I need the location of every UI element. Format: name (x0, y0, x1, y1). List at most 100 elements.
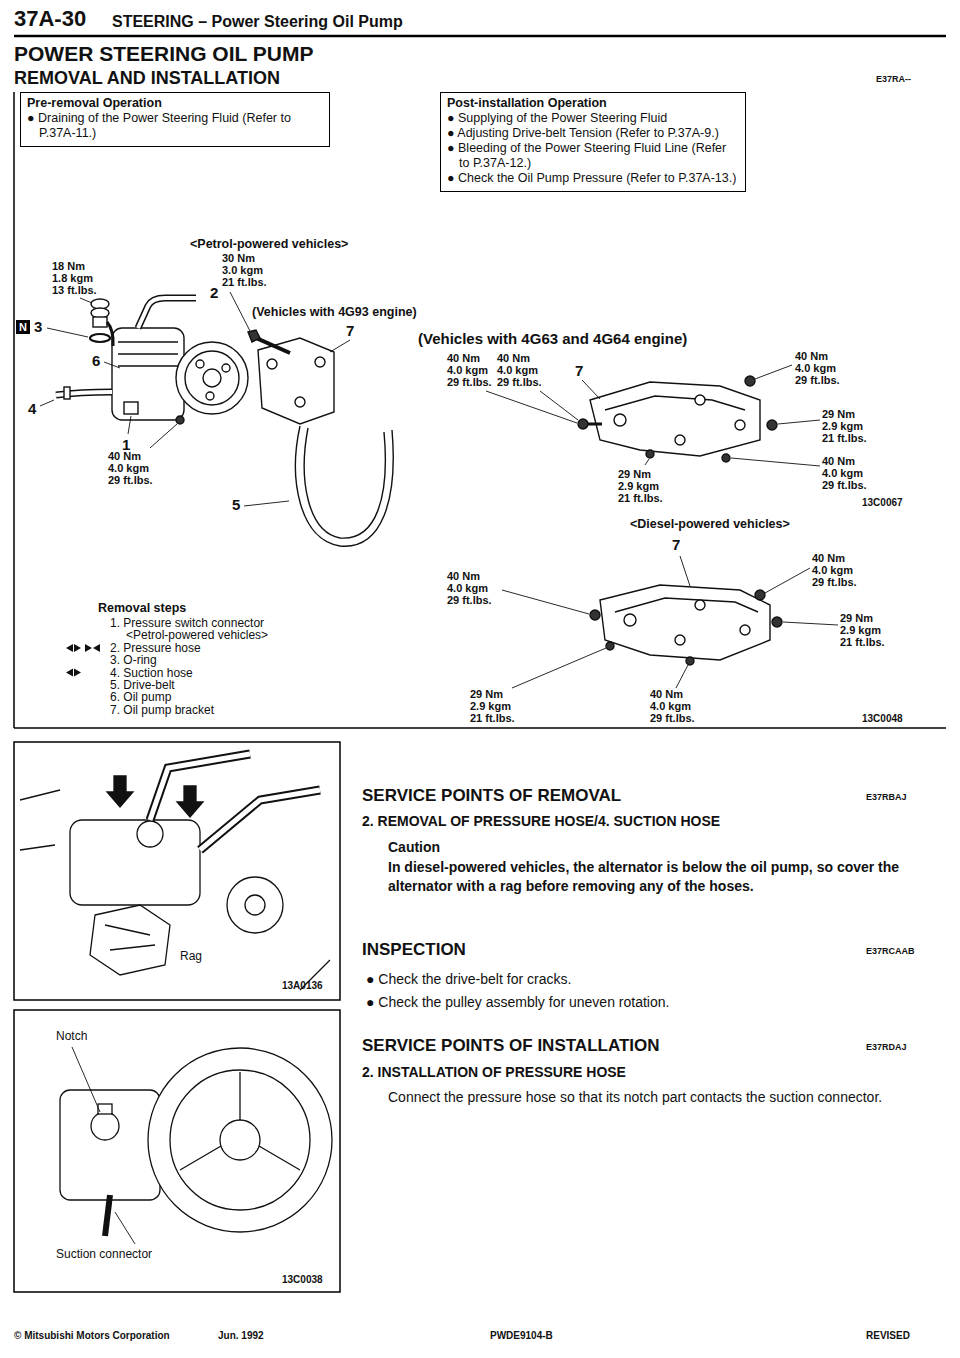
box-item: ● Supplying of the Power Steering Fluid (447, 111, 739, 126)
torque-spec: 4.0 kgm (795, 362, 836, 374)
torque-spec: 21 ft.lbs. (470, 712, 515, 724)
leader-line (47, 328, 88, 337)
leader-line (80, 298, 92, 303)
bracket-drawing (646, 450, 654, 458)
variant-heading: (Vehicles with 4G63 and 4G64 engine) (418, 330, 687, 347)
oil-pump-drawing (206, 392, 214, 400)
leader-line (330, 340, 350, 352)
leader-line (645, 459, 649, 465)
callout-number: 2 (210, 284, 218, 301)
leader-line (486, 391, 577, 423)
bracket-drawing (686, 657, 694, 665)
body-text: ● Check the drive-belt for cracks. (366, 970, 571, 989)
leader-line (502, 556, 838, 688)
leader-line (680, 556, 690, 586)
leader-line (676, 665, 688, 688)
reference-code: E37RA-- (876, 74, 911, 84)
bracket-drawing (767, 420, 777, 430)
oil-pump-drawing (185, 351, 239, 405)
reference-code: E37RCAAB (866, 946, 915, 956)
torque-spec: 40 Nm (497, 352, 530, 364)
bracket-drawing (740, 625, 750, 635)
footer-text: REVISED (866, 1330, 910, 1342)
notch-figure (170, 1070, 310, 1210)
running-header: STEERING – Power Steering Oil Pump (112, 13, 403, 31)
oil-pump-drawing (295, 397, 305, 407)
section-title: REMOVAL AND INSTALLATION (14, 68, 280, 89)
rag-figure (200, 790, 320, 850)
figure-code: 13C0038 (282, 1274, 323, 1286)
service-mark (66, 644, 100, 652)
torque-spec: 40 Nm (447, 570, 480, 582)
torque-spec: 2.9 kgm (618, 480, 659, 492)
bracket-drawing (624, 614, 636, 626)
bracket-drawing (588, 423, 602, 426)
leader-line (512, 648, 606, 688)
variant-heading: <Diesel-powered vehicles> (630, 516, 790, 532)
callout-number: 4 (28, 400, 36, 417)
frame-rule (14, 742, 340, 1000)
bracket-drawing (722, 454, 730, 462)
notch-figure (105, 1195, 110, 1236)
torque-spec: 3.0 kgm (222, 264, 263, 276)
oil-pump-drawing (64, 387, 70, 399)
notch-figure (98, 1104, 112, 1114)
figure-label: Rag (180, 950, 202, 962)
torque-spec: 29 ft.lbs. (447, 376, 492, 388)
oil-pump-drawing (196, 360, 204, 368)
bracket-drawing (590, 610, 600, 620)
torque-spec: 29 Nm (822, 408, 855, 420)
oil-pump-drawing (176, 342, 248, 414)
bracket-drawing (745, 376, 755, 386)
torque-spec: 29 ft.lbs. (497, 376, 542, 388)
bracket-drawing (772, 617, 782, 627)
figure-code: 13A0136 (282, 980, 323, 992)
leader-line (244, 501, 289, 506)
torque-spec: 21 ft.lbs. (840, 636, 885, 648)
torque-spec: 2.9 kgm (840, 624, 881, 636)
torque-spec: 21 ft.lbs. (618, 492, 663, 504)
box-item: ● Check the Oil Pump Pressure (Refer to … (447, 171, 739, 186)
callout-number: 7 (672, 536, 680, 553)
torque-spec: 29 Nm (470, 688, 503, 700)
body-text: 2. REMOVAL OF PRESSURE HOSE/4. SUCTION H… (362, 812, 720, 831)
non-reusable-mark: N (16, 320, 30, 334)
frame-rule (14, 36, 946, 1292)
oil-pump-drawing (248, 330, 260, 342)
torque-spec: 29 Nm (618, 468, 651, 480)
oil-pump-drawing (112, 328, 184, 420)
frame-rule (14, 35, 946, 38)
bracket-drawing (605, 396, 745, 410)
body-text: 2. INSTALLATION OF PRESSURE HOSE (362, 1063, 626, 1082)
step-text: 2. Pressure hose (110, 642, 201, 654)
rag-figure (90, 905, 170, 975)
leader-line (778, 420, 820, 424)
torque-spec: 21 ft.lbs. (822, 432, 867, 444)
body-text: In diesel-powered vehicles, the alternat… (388, 858, 938, 896)
reference-code: E37RDAJ (866, 1042, 907, 1052)
body-text: ● Check the pulley assembly for uneven r… (366, 993, 669, 1012)
oil-pump-drawing (138, 298, 196, 328)
oil-pump-drawing (258, 338, 334, 424)
bracket-drawing (578, 376, 777, 462)
bracket-drawing (735, 420, 745, 430)
variant-heading: (Vehicles with 4G93 engine) (252, 304, 417, 320)
step-text: 3. O-ring (110, 654, 157, 666)
box-heading: Post-installation Operation (447, 96, 739, 111)
rag-figure (20, 790, 330, 990)
bracket-drawing (600, 585, 770, 660)
leader-line (128, 416, 131, 434)
leader-line (40, 400, 54, 406)
oil-pump-drawing (56, 298, 393, 546)
leader-line (582, 380, 600, 399)
frame-rule (13, 92, 15, 728)
step-text: <Petrol-powered vehicles> (126, 629, 268, 641)
oil-pump-drawing (90, 334, 110, 342)
oil-pump-drawing (304, 428, 385, 538)
callout-number: 7 (346, 322, 354, 339)
oil-pump-drawing (93, 317, 107, 327)
bracket-drawing (675, 635, 685, 645)
rag-figure (177, 786, 203, 817)
torque-spec: 40 Nm (812, 552, 845, 564)
oil-pump-drawing (267, 359, 277, 369)
